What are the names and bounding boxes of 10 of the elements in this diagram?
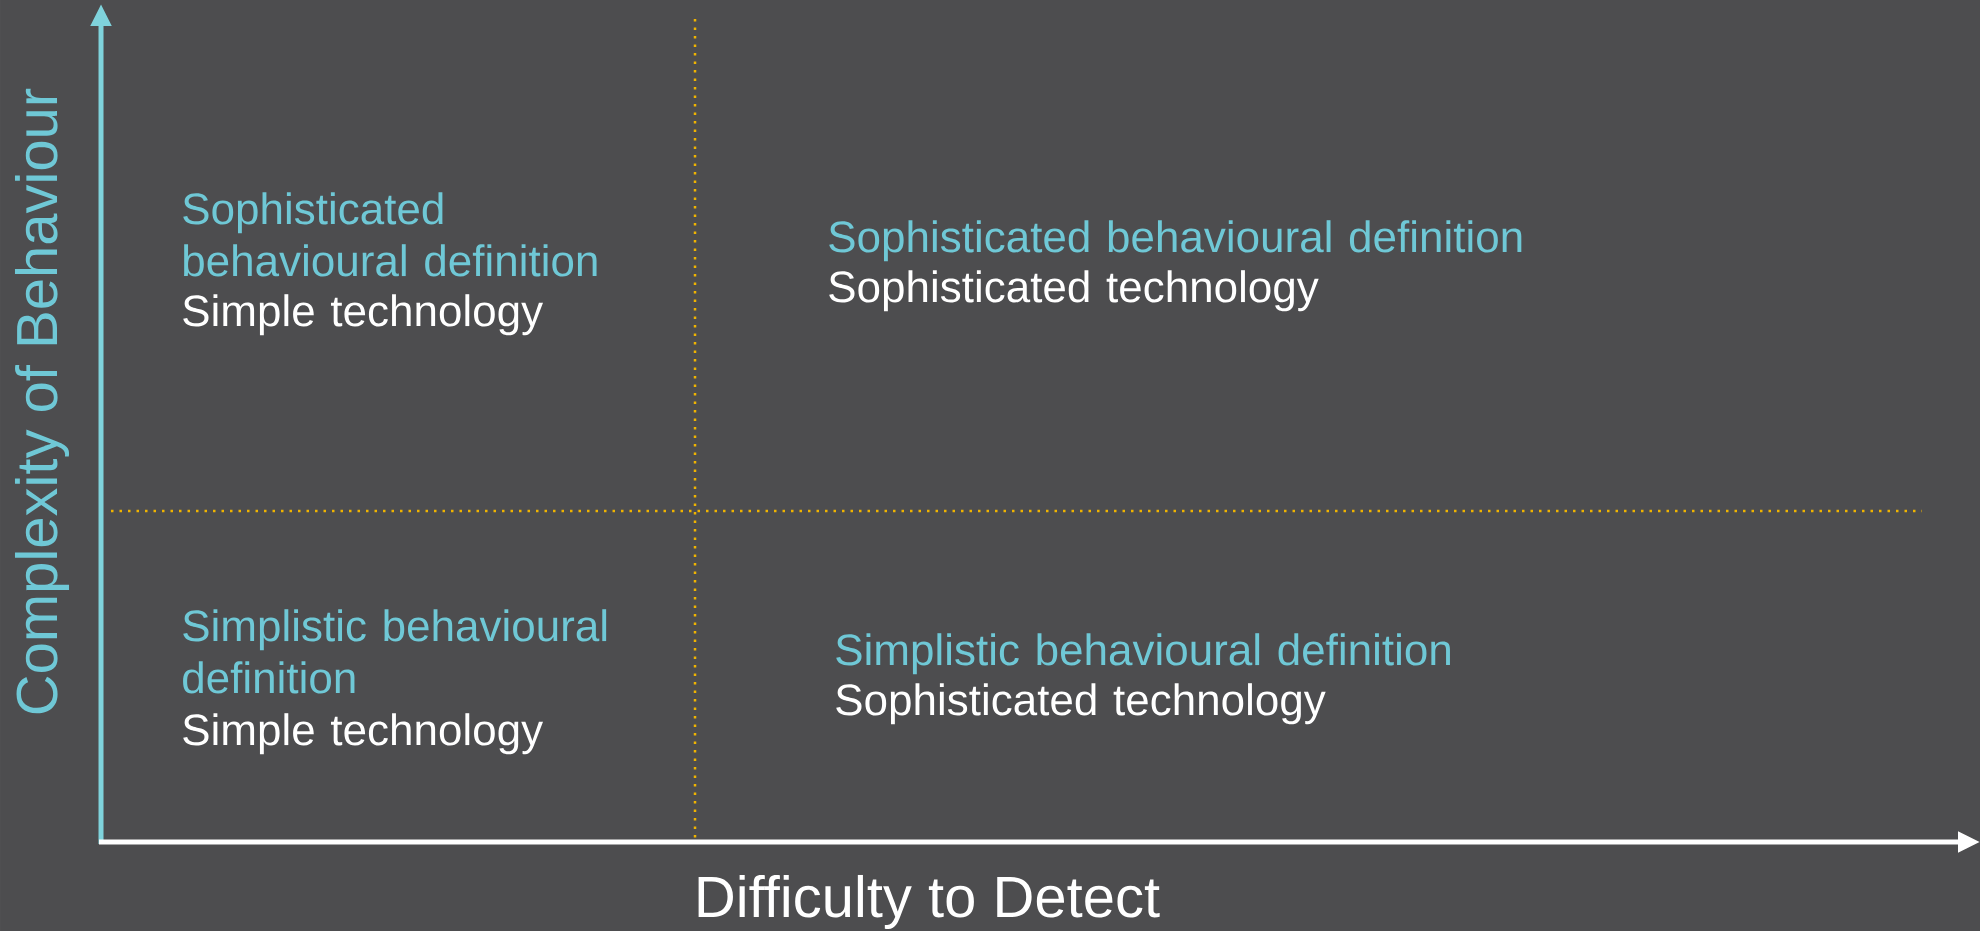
axis-title: Difficulty to Detect [698,874,1160,929]
quadrant-text: Sophisticated technology [829,270,1319,312]
quadrant-text: Simplistic behavioural definition [836,633,1450,675]
quadrant-text: Simple technology [183,294,543,336]
axis-title: Complexity of Behaviour [15,88,70,714]
quadrant-text: Sophisticated behavioural definition [183,192,597,277]
quadrant-text: Simple technology [183,713,543,755]
quadrant-text: Simplistic behavioural definition [183,609,607,694]
quadrant-text: Sophisticated behavioural definition [829,220,1522,262]
quadrant-text: Sophisticated technology [836,683,1326,725]
